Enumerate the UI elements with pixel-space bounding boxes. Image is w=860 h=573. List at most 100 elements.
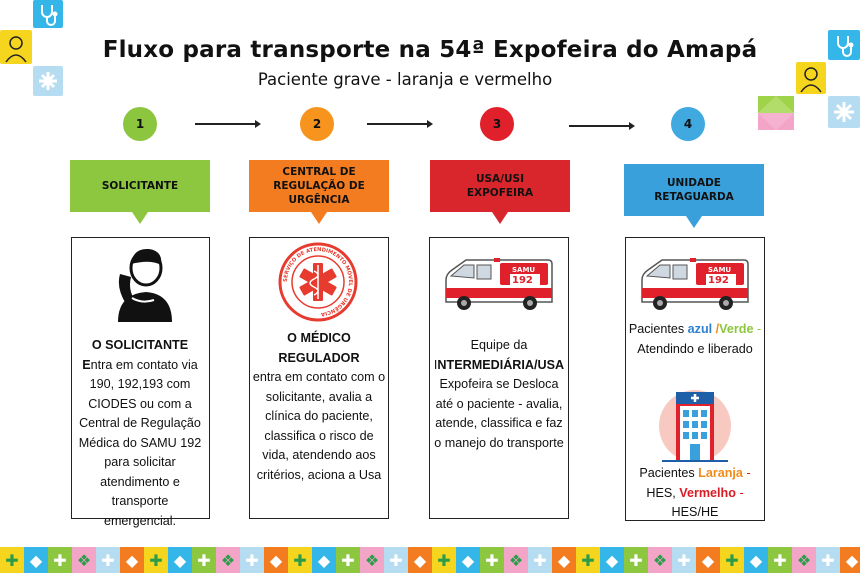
strip-tile-icon: ✚ [480, 547, 504, 573]
banner-label: CENTRAL DE REGULAÇÃO DE URGÊNCIA [273, 166, 365, 206]
strip-tile-icon: ◆ [168, 547, 192, 573]
p1-dash: - [756, 322, 762, 336]
strip-tile-icon: ❖ [648, 547, 672, 573]
step-1-card: O SOLICITANTE Entra em contato via 190, … [71, 237, 210, 528]
strip-tile-icon: ✚ [672, 547, 696, 573]
strip-tile-icon: ◆ [600, 547, 624, 573]
strip-tile-icon: ✚ [768, 547, 792, 573]
step-2-heading: O MÉDICO REGULADOR [278, 331, 360, 365]
ambulance-icon: SAMU 192 [442, 256, 554, 316]
p1-blue: azul [687, 322, 713, 336]
step-3-text: Equipe da INTERMEDIÁRIA/USA Expofeira se… [432, 336, 566, 453]
step-1-lead: E [82, 357, 91, 372]
strip-tile-icon: ❖ [72, 547, 96, 573]
nurse-tile-icon-right [796, 62, 826, 94]
arrow-1-2 [195, 120, 261, 128]
step-3-number: 3 [480, 107, 514, 141]
ambulance-label: SAMU [512, 266, 535, 274]
strip-tile-icon: ◆ [264, 547, 288, 573]
banner-solicitante: SOLICITANTE [70, 160, 210, 224]
p2-pre: Pacientes [639, 466, 695, 480]
step-3-card: SAMU 192 Equipe da INTERMEDIÁRIA/USA Exp… [429, 237, 569, 519]
p1-sep: / [715, 322, 720, 336]
step-2-card: SERVIÇO DE ATENDIMENTO MÓVEL DE URGÊNCIA… [249, 237, 389, 519]
bottom-pattern-strip: ✚◆✚❖✚◆✚◆✚❖✚◆✚◆✚❖✚◆✚◆✚❖✚◆✚◆✚❖✚◆✚◆✚❖✚◆ [0, 547, 860, 573]
strip-tile-icon: ◆ [696, 547, 720, 573]
strip-tile-icon: ❖ [504, 547, 528, 573]
stethoscope-tile-icon-right [828, 30, 860, 60]
person-phone-icon [112, 244, 172, 328]
step-4-text-2: Pacientes Laranja - HES, Vermelho - HES/… [628, 464, 762, 523]
step-3-body: Expofeira se Desloca até o paciente - av… [434, 377, 564, 450]
arrow-2-3 [367, 120, 433, 128]
banner-label: USA/USI EXPOFEIRA [466, 173, 534, 199]
strip-tile-icon: ✚ [336, 547, 360, 573]
p2-dash1: - [746, 466, 751, 480]
strip-tile-icon: ✚ [624, 547, 648, 573]
ambulance-label: SAMU [708, 266, 731, 274]
hospital-icon [652, 386, 738, 466]
step-3-strong: NTERMEDIÁRIA/USA [437, 357, 565, 372]
banner-label: UNIDADE RETAGUARDA [654, 177, 734, 203]
banner-central-regulacao: CENTRAL DE REGULAÇÃO DE URGÊNCIA [249, 160, 389, 224]
strip-tile-icon: ✚ [432, 547, 456, 573]
diamond-tile-icon [758, 96, 794, 130]
strip-tile-icon: ❖ [216, 547, 240, 573]
step-4-text-1: Pacientes azul /Verde - Atendindo e libe… [626, 320, 764, 359]
ambulance-number: 192 [708, 275, 729, 286]
strip-tile-icon: ✚ [816, 547, 840, 573]
strip-tile-icon: ◆ [744, 547, 768, 573]
banner-unidade-retaguarda: UNIDADE RETAGUARDA [624, 164, 764, 228]
p1-post: Atendindo e liberado [637, 341, 753, 356]
stethoscope-tile-icon [33, 0, 63, 28]
strip-tile-icon: ✚ [144, 547, 168, 573]
strip-tile-icon: ◆ [120, 547, 144, 573]
strip-tile-icon: ✚ [528, 547, 552, 573]
strip-tile-icon: ◆ [24, 547, 48, 573]
strip-tile-icon: ✚ [576, 547, 600, 573]
ambulance-number: 192 [512, 275, 533, 286]
samu-seal-icon: SERVIÇO DE ATENDIMENTO MÓVEL DE URGÊNCIA [277, 241, 359, 327]
banner-label: SOLICITANTE [101, 180, 179, 192]
page-subtitle: Paciente grave - laranja e vermelho [257, 70, 553, 89]
star-tile-icon [33, 66, 63, 96]
arrow-3-4 [569, 122, 635, 130]
page-title: Fluxo para transporte na 54ª Expofeira d… [102, 37, 758, 63]
step-2-number: 2 [300, 107, 334, 141]
strip-tile-icon: ✚ [384, 547, 408, 573]
ambulance-icon: SAMU 192 [638, 256, 750, 316]
p1-pre: Pacientes [628, 322, 685, 336]
strip-tile-icon: ◆ [456, 547, 480, 573]
step-4-number: 4 [671, 107, 705, 141]
step-3-body-pre: Equipe da [470, 338, 528, 352]
strip-tile-icon: ◆ [552, 547, 576, 573]
step-1-number: 1 [123, 107, 157, 141]
nurse-tile-icon [0, 30, 32, 64]
step-1-body: ntra em contato via 190, 192,193 com CIO… [78, 357, 202, 528]
strip-tile-icon: ◆ [312, 547, 336, 573]
step-3-strong-lead: I [433, 357, 438, 372]
strip-tile-icon: ✚ [288, 547, 312, 573]
step-4-card: SAMU 192 Pacientes azul /Verde - Atendin… [625, 237, 765, 521]
strip-tile-icon: ◆ [408, 547, 432, 573]
step-2-text: O MÉDICO REGULADOR entra em contato com … [252, 329, 386, 485]
p1-green: Verde [719, 322, 754, 336]
strip-tile-icon: ❖ [360, 547, 384, 573]
star-tile-icon-right [828, 96, 860, 128]
p2-dash2: - [739, 485, 744, 500]
strip-tile-icon: ✚ [96, 547, 120, 573]
strip-tile-icon: ✚ [720, 547, 744, 573]
p2-post: HES/HE [671, 505, 719, 519]
strip-tile-icon: ◆ [840, 547, 860, 573]
strip-tile-icon: ✚ [192, 547, 216, 573]
p2-red: Vermelho [679, 485, 736, 500]
p2-mid: HES, [646, 485, 676, 500]
p2-orange: Laranja [698, 466, 743, 480]
strip-tile-icon: ✚ [240, 547, 264, 573]
step-1-heading: O SOLICITANTE [91, 338, 189, 352]
strip-tile-icon: ✚ [48, 547, 72, 573]
step-2-body: entra em contato com o solicitante, aval… [252, 370, 386, 482]
banner-usa-usi: USA/USI EXPOFEIRA [430, 160, 570, 224]
strip-tile-icon: ❖ [792, 547, 816, 573]
strip-tile-icon: ✚ [0, 547, 24, 573]
